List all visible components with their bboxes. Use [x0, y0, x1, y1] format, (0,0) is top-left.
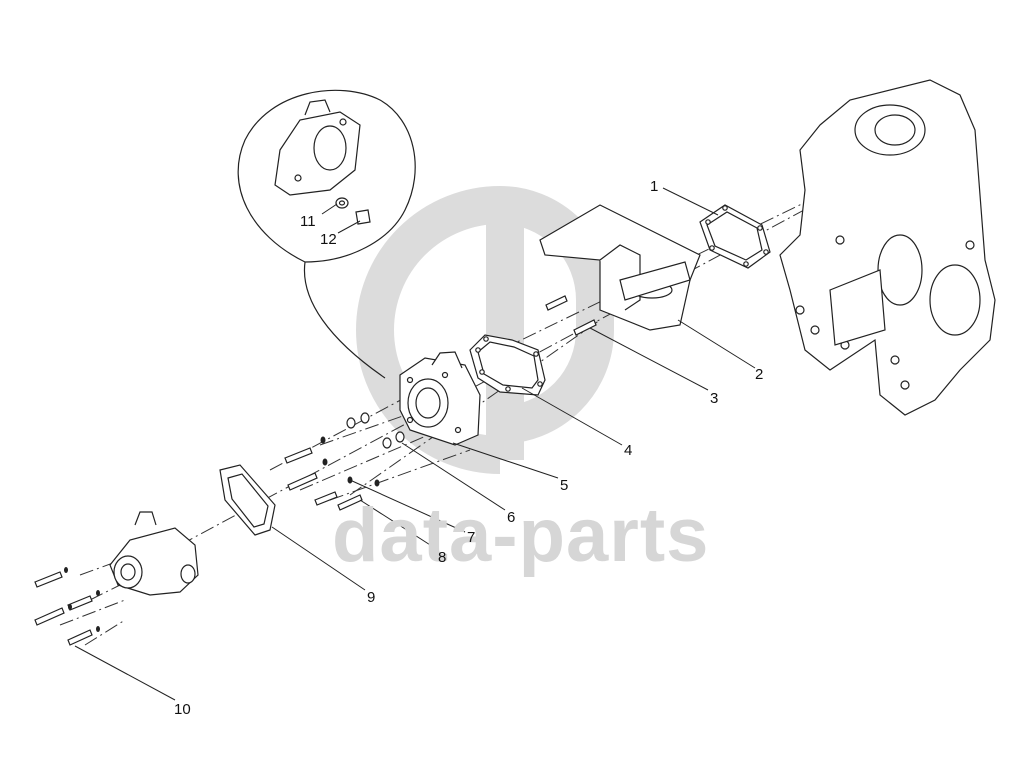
gasket-9: [219, 464, 276, 536]
studs-3: [545, 295, 597, 336]
callout-2: 2: [755, 366, 764, 383]
water-pump: [109, 511, 199, 596]
thermostat-housing-5: [399, 351, 481, 446]
engine-block: [779, 79, 996, 416]
callout-9: 9: [367, 589, 376, 606]
callout-3: 3: [710, 390, 719, 407]
callout-6: 6: [507, 509, 516, 526]
callout-5: 5: [560, 477, 569, 494]
callout-11: 11: [300, 213, 316, 230]
watermark-text: data-parts: [332, 493, 710, 578]
callout-8: 8: [438, 549, 447, 566]
callout-7: 7: [467, 529, 476, 546]
bracket-2: [539, 204, 701, 331]
bolts-8: [284, 447, 363, 511]
leader-lines: [74, 187, 756, 701]
gasket-4: [469, 334, 546, 396]
nuts-6: [346, 412, 405, 449]
callout-1: 1: [650, 178, 659, 195]
gasket-1: [699, 204, 771, 269]
callout-4: 4: [624, 442, 633, 459]
detail-washer: [335, 197, 349, 209]
detail-plug: [355, 209, 371, 225]
callout-12: 12: [320, 231, 337, 248]
callout-10: 10: [174, 701, 191, 718]
washers-10: [64, 567, 100, 632]
detail-bubble: [237, 89, 416, 379]
washers-7: [320, 436, 380, 487]
detail-thermostat-housing: [274, 99, 361, 196]
bolts-10: [34, 571, 93, 646]
